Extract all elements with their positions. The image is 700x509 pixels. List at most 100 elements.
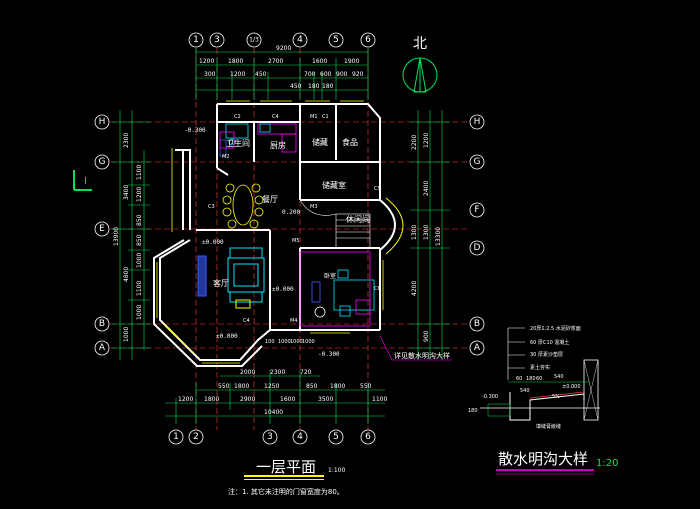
svg-text:600: 600 [320,71,332,78]
svg-text:厨房: 厨房 [270,140,286,150]
svg-text:1200: 1200 [178,396,193,403]
svg-text:D: D [474,243,481,253]
north-arrow-icon: 北 [402,36,438,93]
svg-text:1000: 1000 [290,339,303,345]
right-dimensions [410,110,450,360]
svg-text:注：1. 其它未注明的门窗宽度为80。: 注：1. 其它未注明的门窗宽度为80。 [228,487,344,496]
svg-text:1: 1 [193,35,199,45]
svg-text:3400: 3400 [123,185,130,200]
grid-bubble: G [469,154,485,170]
svg-text:4200: 4200 [411,281,418,296]
svg-text:5%: 5% [552,394,560,400]
grid-bubble: A [94,340,110,356]
svg-text:卧室: 卧室 [324,272,336,280]
svg-text:700: 700 [304,71,316,78]
grid-bubble: G [94,154,110,170]
svg-text:540: 540 [554,374,564,380]
svg-text:1600: 1600 [280,396,295,403]
svg-text:B: B [474,319,480,329]
svg-text:1800: 1800 [234,383,249,390]
svg-text:A: A [99,343,106,353]
svg-text:±0.000: ±0.000 [562,384,581,390]
svg-text:1200: 1200 [423,133,430,148]
svg-text:C2: C2 [234,114,241,120]
svg-text:850: 850 [136,234,143,246]
svg-text:5: 5 [333,432,339,442]
svg-text:-0.300: -0.300 [318,351,340,358]
svg-text:1000: 1000 [123,327,130,342]
svg-text:1200: 1200 [230,71,245,78]
svg-text:1800: 1800 [228,58,243,65]
grid-bubble: 1/3 [246,32,262,48]
svg-text:G: G [99,157,106,167]
grid-bubble: 2 [188,429,204,445]
svg-text:C4: C4 [272,114,279,120]
svg-text:2: 2 [193,432,199,442]
grid-bubble: 4 [292,32,308,48]
svg-text:1300: 1300 [423,225,430,240]
svg-text:M5: M5 [292,238,300,244]
svg-text:1200: 1200 [199,58,214,65]
svg-text:M3: M3 [310,204,318,210]
svg-text:60: 60 [516,376,522,382]
svg-text:1800: 1800 [330,383,345,390]
svg-text:450: 450 [290,83,302,90]
svg-text:13900: 13900 [113,227,120,246]
door-window-tags: C2 C4 M1 M2 M3 C3 C1 C5 C6 C4 M4 M5 [208,114,381,324]
bottom-dimensions [165,370,385,424]
svg-text:B: B [99,319,105,329]
dining-table [222,183,264,229]
svg-text:13300: 13300 [435,227,442,246]
svg-text:9200: 9200 [276,45,291,52]
level-marks: -0.300 0.200 ±0.000 ±0.000 -0.300 ±0.000 [184,127,340,358]
svg-text:2700: 2700 [268,58,283,65]
kitchen-furniture [219,123,297,157]
svg-text:5: 5 [333,35,339,45]
svg-text:食品: 食品 [342,137,358,147]
svg-text:1100: 1100 [136,281,143,296]
svg-text:M2: M2 [222,154,230,160]
top-dimensions [195,48,369,100]
svg-text:I: I [84,176,87,187]
top-grid-bubbles: 1 3 1/3 4 5 6 [188,32,376,48]
svg-text:储藏: 储藏 [312,137,328,147]
svg-text:4: 4 [297,432,303,442]
svg-text:M1: M1 [310,114,318,120]
svg-text:4800: 4800 [123,267,130,282]
svg-text:休闲间: 休闲间 [346,214,370,224]
svg-text:-0.300: -0.300 [482,394,498,400]
svg-text:E: E [99,224,105,234]
svg-text:2000: 2000 [240,369,255,376]
svg-text:2300: 2300 [123,133,130,148]
svg-text:±0.000: ±0.000 [272,286,294,293]
svg-text:180: 180 [468,408,478,414]
right-dim-labels: 2200 4200 1300 1200 2400 1300 900 13300 [411,133,442,342]
left-dimensions [112,110,150,360]
svg-text:3500: 3500 [318,396,333,403]
grid-bubble: 6 [360,32,376,48]
svg-text:C4: C4 [243,318,250,324]
svg-text:20厚1:2.5 水泥砂浆面: 20厚1:2.5 水泥砂浆面 [530,325,581,332]
svg-text:1900: 1900 [344,58,359,65]
svg-text:540: 540 [520,388,530,394]
svg-text:±0.000: ±0.000 [216,333,238,340]
svg-text:450: 450 [255,71,267,78]
svg-text:180: 180 [526,376,536,382]
grid-bubble: H [469,114,485,130]
living-sofa [197,247,265,309]
svg-text:4: 4 [297,35,303,45]
svg-text:M4: M4 [290,318,298,324]
svg-text:储藏室: 储藏室 [322,180,346,190]
svg-text:1000: 1000 [136,305,143,320]
svg-text:卫生间: 卫生间 [226,138,250,148]
grid-bubble: E [94,221,110,237]
grid-bubble: 5 [328,429,344,445]
bottom-grid-bubbles: 1 2 3 4 5 6 [168,429,376,445]
svg-text:1/3: 1/3 [249,37,259,44]
svg-text:±0.000: ±0.000 [202,239,224,246]
svg-text:180: 180 [308,83,320,90]
svg-text:H: H [99,117,106,127]
svg-text:30 厚素沙垫层: 30 厚素沙垫层 [530,351,563,358]
svg-text:920: 920 [352,71,364,78]
svg-text:填缝膏嵌缝: 填缝膏嵌缝 [536,423,561,430]
